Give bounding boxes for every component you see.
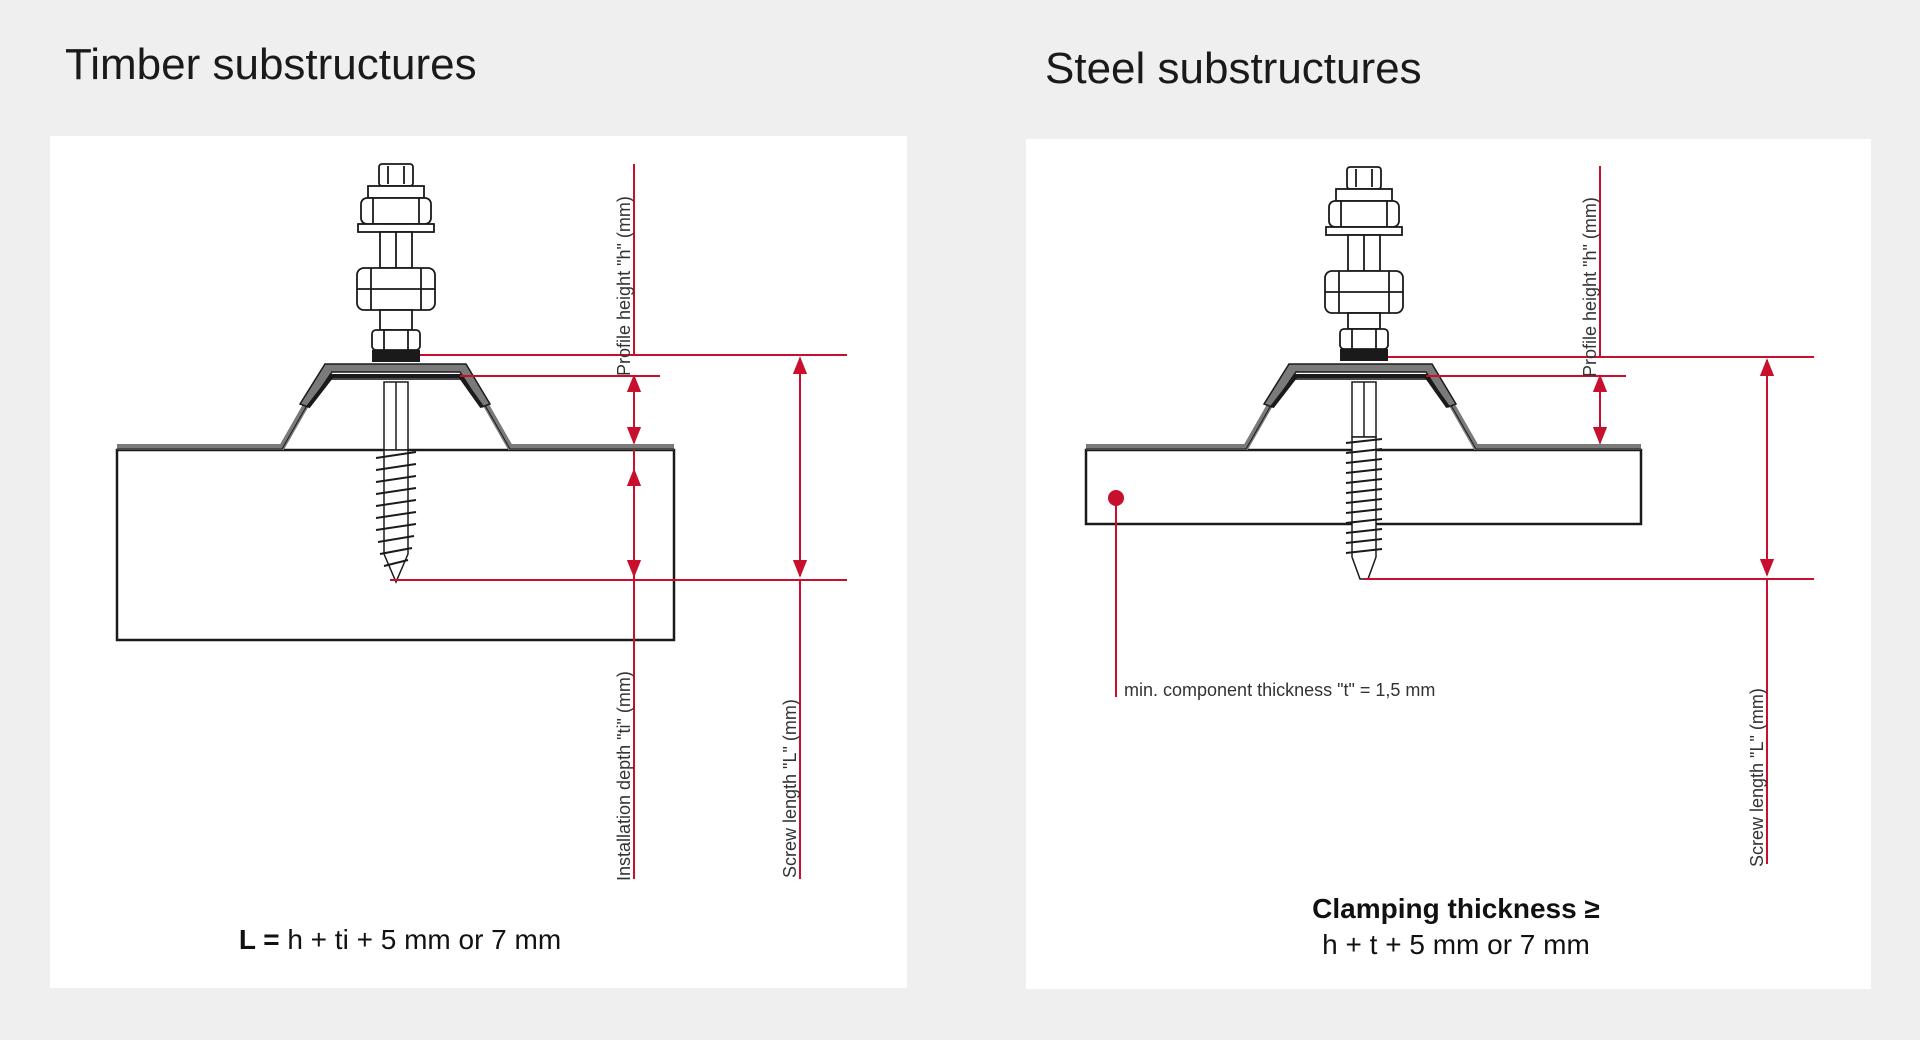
steel-screw-length-label: Screw length "L" (mm) [1747,688,1767,867]
timber-formula-rest: h + ti + 5 mm or 7 mm [279,924,562,955]
steel-formula-bold: Clamping thickness ≥ [1312,893,1600,924]
timber-installation-depth-label: Installation depth "ti" (mm) [614,671,634,881]
timber-diagram: Profile height "h" (mm) Installation dep… [115,163,847,881]
steel-diagram: Profile height "h" (mm) Screw length "L"… [1084,166,1814,867]
timber-formula-bold: L = [238,924,280,955]
timber-formula: L = h + ti + 5 mm or 7 mm [50,924,750,956]
sealing-washer [298,350,492,409]
steel-callout-text: min. component thickness "t" = 1,5 mm [1124,680,1436,700]
timber-title: Timber substructures [65,40,477,89]
sealing-washer [1262,349,1458,409]
steel-diagram-panel: Profile height "h" (mm) Screw length "L"… [1026,139,1871,989]
timber-profile-height-label: Profile height "h" (mm) [614,196,634,376]
timber-diagram-panel: Profile height "h" (mm) Installation dep… [50,136,907,988]
steel-title: Steel substructures [1045,44,1422,93]
steel-dimension-lines [1364,166,1814,864]
timber-dimension-lines [390,164,847,879]
wood-screw [375,381,417,584]
stud-bolt [356,163,436,351]
steel-screw [1345,381,1383,580]
steel-formula: Clamping thickness ≥ h + t + 5 mm or 7 m… [1156,891,1756,963]
steel-formula-rest: h + t + 5 mm or 7 mm [1322,929,1590,960]
timber-screw-length-label: Screw length "L" (mm) [780,699,800,878]
steel-profile-height-label: Profile height "h" (mm) [1580,197,1600,377]
stud-bolt [1324,166,1404,350]
